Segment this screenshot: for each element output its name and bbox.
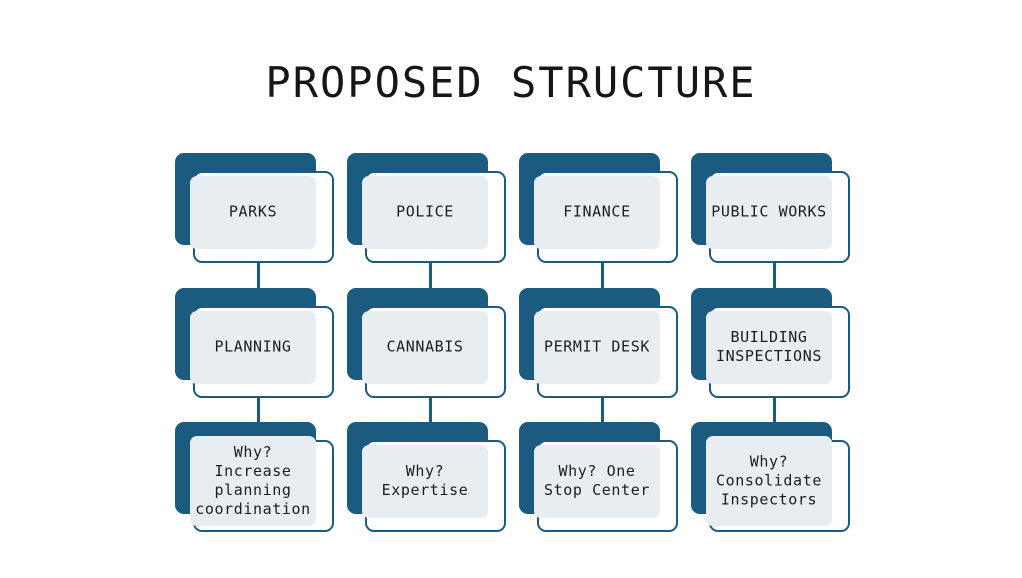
node-panel <box>534 444 660 518</box>
org-node-why-consolidate-inspectors[interactable]: Why? Consolidate Inspectors <box>691 422 850 532</box>
connector-line <box>256 396 260 424</box>
connector-line <box>772 396 776 424</box>
org-node-permit-desk[interactable]: PERMIT DESK <box>519 288 678 398</box>
org-node-building-inspections[interactable]: BUILDING INSPECTIONS <box>691 288 850 398</box>
org-node-cannabis[interactable]: CANNABIS <box>347 288 506 398</box>
node-panel <box>534 175 660 249</box>
node-panel <box>706 436 832 526</box>
connector-line <box>600 261 604 290</box>
org-node-why-one-stop-center[interactable]: Why? One Stop Center <box>519 422 678 532</box>
connector-line <box>600 396 604 424</box>
node-panel <box>362 175 488 249</box>
org-node-public-works[interactable]: PUBLIC WORKS <box>691 153 850 263</box>
org-node-parks[interactable]: PARKS <box>175 153 334 263</box>
org-node-police[interactable]: POLICE <box>347 153 506 263</box>
connector-line <box>256 261 260 290</box>
node-panel <box>190 436 316 526</box>
node-panel <box>706 175 832 249</box>
org-node-planning[interactable]: PLANNING <box>175 288 334 398</box>
org-node-why-expertise[interactable]: Why? Expertise <box>347 422 506 532</box>
connector-line <box>428 261 432 290</box>
node-panel <box>534 310 660 384</box>
page-title: PROPOSED STRUCTURE <box>265 58 757 107</box>
node-panel <box>706 310 832 384</box>
node-panel <box>190 175 316 249</box>
org-node-finance[interactable]: FINANCE <box>519 153 678 263</box>
org-node-why-increase-planning-coordination[interactable]: Why? Increase planning coordination <box>175 422 334 532</box>
node-panel <box>362 444 488 518</box>
node-panel <box>190 310 316 384</box>
connector-line <box>772 261 776 290</box>
node-panel <box>362 310 488 384</box>
connector-line <box>428 396 432 424</box>
